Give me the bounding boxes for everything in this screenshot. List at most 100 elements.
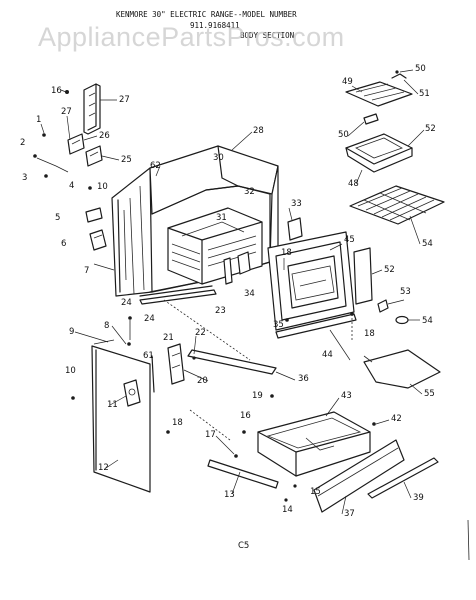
- callout-45: 48: [348, 179, 359, 189]
- footer-code: C5: [238, 541, 249, 551]
- scan-edge-mark: [467, 519, 470, 561]
- callout-30: 28: [253, 126, 264, 136]
- callout-41: 42: [391, 414, 402, 424]
- part-51-oven-rack: [349, 185, 445, 225]
- part-10-screw: [88, 186, 92, 190]
- part-3-screw: [44, 174, 48, 178]
- callout-23: 23: [215, 306, 226, 316]
- callout-37: 36: [298, 374, 309, 384]
- part-14-screw: [284, 498, 288, 502]
- part-49-handle: [391, 73, 407, 79]
- watermark: AppliancePartsPros.com: [38, 22, 345, 52]
- callout-43: 44: [322, 350, 333, 360]
- callout-48: 50: [415, 64, 426, 74]
- callout-5: 5: [55, 213, 60, 223]
- part-16-screw-drawer: [242, 430, 246, 434]
- part-32-oven-liner: [167, 207, 263, 285]
- part-47-broiler-grid: [345, 81, 413, 107]
- callout-21: 21: [163, 333, 174, 343]
- callout-53: 53: [400, 287, 411, 297]
- callout-39: 37: [344, 509, 355, 519]
- diagram-subtitle: BODY SECTION: [240, 31, 294, 40]
- callout-10b: 10: [65, 366, 76, 376]
- callout-labels: 16 27 1 27 26 2 25 3 4 10 5 6 7 62 28 30…: [20, 64, 436, 519]
- leader-lines: [40, 69, 425, 515]
- part-41-screw: [372, 422, 376, 426]
- callout-12: 12: [98, 463, 109, 473]
- callout-4: 4: [69, 181, 74, 191]
- part-36-screw: [285, 318, 289, 322]
- part-21-hinge: [167, 343, 185, 385]
- callout-42: 43: [341, 391, 352, 401]
- callout-16: 16: [51, 86, 62, 96]
- part-19-screw: [270, 394, 274, 398]
- callout-9: 9: [69, 327, 74, 337]
- callout-51: 54: [422, 239, 433, 249]
- callout-18c: 18: [364, 329, 375, 339]
- callout-10: 10: [97, 182, 108, 192]
- part-10-screw-lower: [71, 396, 75, 400]
- callout-61: 61: [143, 351, 154, 361]
- part-23-bracket: [223, 257, 233, 285]
- callout-28b: 27: [61, 107, 72, 117]
- part-53-knob: [377, 299, 389, 313]
- part-35-switch: [237, 251, 251, 275]
- part-44-door-frame: [267, 231, 355, 331]
- callout-55: 55: [424, 389, 435, 399]
- part-2-screw: [33, 154, 37, 158]
- callout-14: 14: [282, 505, 293, 515]
- callout-16b: 16: [240, 411, 251, 421]
- part-22-screw: [192, 356, 196, 360]
- part-55-tray: [363, 349, 441, 389]
- callout-27: 26: [99, 131, 110, 141]
- part-13-strip: [207, 459, 279, 489]
- callout-17: 17: [205, 430, 216, 440]
- callout-35: 34: [244, 289, 255, 299]
- callout-25: 24: [121, 298, 132, 308]
- callout-2: 2: [20, 138, 25, 148]
- callout-24: 24: [144, 314, 155, 324]
- callout-52: 52: [384, 265, 395, 275]
- callout-18: 18: [281, 248, 292, 258]
- callout-26: 25: [121, 155, 132, 165]
- callout-6: 6: [61, 239, 66, 249]
- part-11-label: [123, 379, 141, 407]
- diagram-title: KENMORE 30" ELECTRIC RANGE--MODEL NUMBER: [116, 10, 297, 19]
- part-24-strip: [139, 289, 217, 305]
- part-25-screw: [128, 316, 132, 320]
- part-50-broiler-pan: [345, 133, 413, 173]
- callout-47: 49: [342, 77, 353, 87]
- callout-33: 32: [244, 187, 255, 197]
- callout-48b: 50: [338, 130, 349, 140]
- callout-19: 19: [252, 391, 263, 401]
- part-39-drawer-front: [313, 439, 405, 513]
- part-6-clip: [89, 229, 107, 251]
- callout-11: 11: [107, 400, 118, 410]
- callout-62: 62: [150, 161, 161, 171]
- part-34-plate: [287, 217, 303, 241]
- callout-22: 22: [195, 328, 206, 338]
- part-5-clip: [85, 207, 103, 223]
- callout-44: 45: [344, 235, 355, 245]
- callout-49: 51: [419, 89, 430, 99]
- part-1-screw: [42, 133, 46, 137]
- callout-40: 39: [413, 493, 424, 503]
- callout-28: 27: [119, 95, 130, 105]
- part-15-screw: [293, 484, 297, 488]
- callout-15: 15: [310, 487, 321, 497]
- part-16-screw: [65, 90, 69, 94]
- callout-13: 13: [224, 490, 235, 500]
- part-17-screw: [234, 454, 238, 458]
- callout-54: 54: [422, 316, 433, 326]
- part-26-27-brackets: [67, 133, 103, 167]
- callout-50: 52: [425, 124, 436, 134]
- callout-32: 31: [216, 213, 227, 223]
- callout-34: 33: [291, 199, 302, 209]
- callout-20: 20: [197, 376, 208, 386]
- assembly-guide-lines: [163, 299, 353, 441]
- callout-3: 3: [22, 173, 27, 183]
- part-8-screw: [127, 342, 131, 346]
- part-28-bracket: [83, 83, 101, 135]
- part-40-strip: [367, 457, 439, 499]
